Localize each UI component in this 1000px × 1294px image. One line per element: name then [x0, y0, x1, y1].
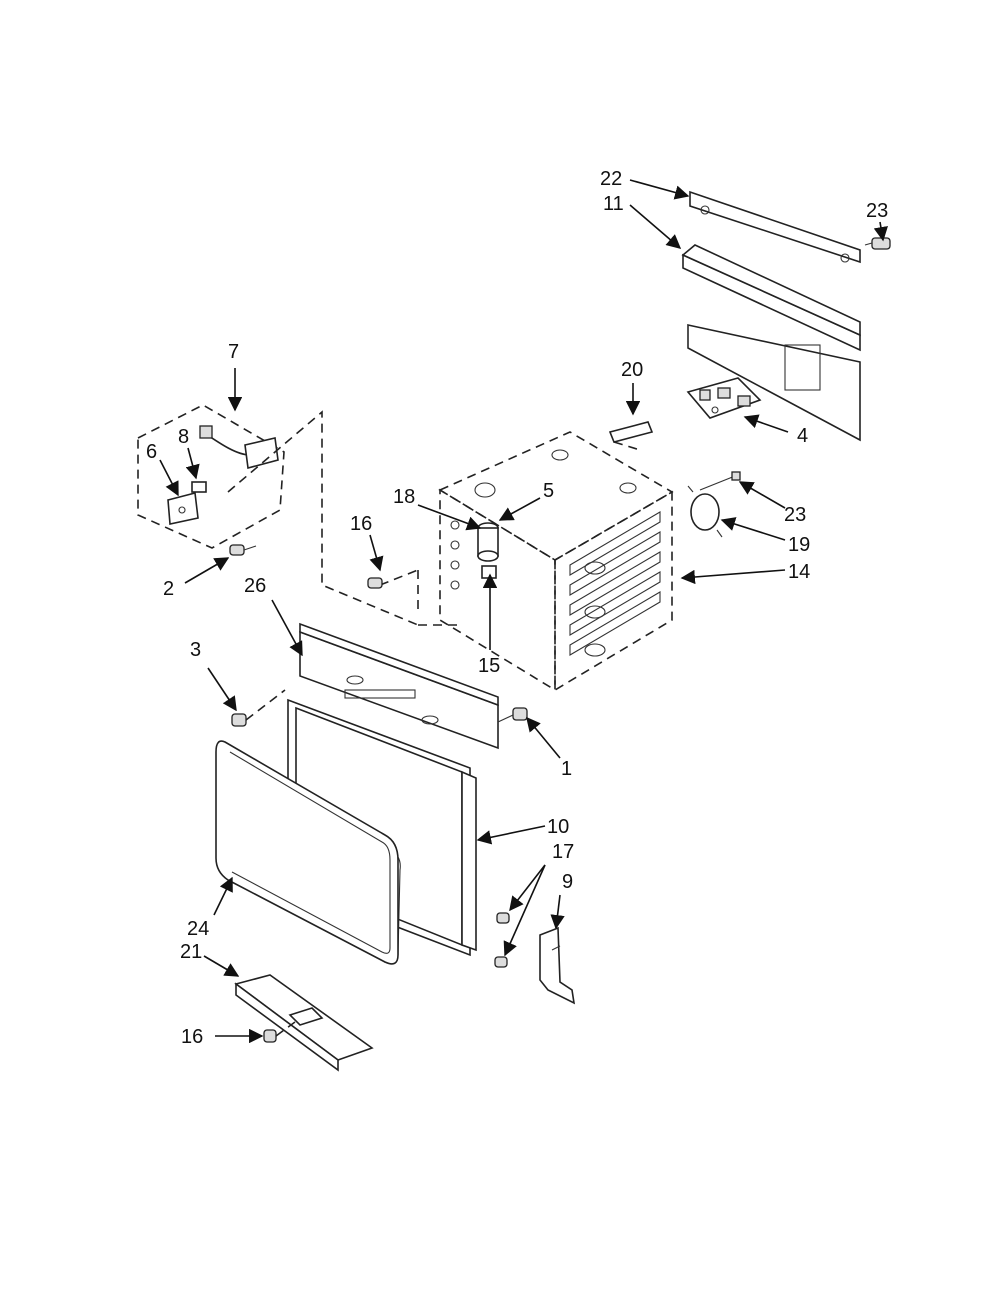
part-11-control-bracket	[681, 244, 861, 442]
part-24-gasket	[215, 740, 399, 965]
part-3-screw	[231, 689, 286, 727]
part-17-screws	[494, 912, 510, 968]
callout-9: 9	[562, 871, 573, 893]
callout-22: 22	[600, 168, 622, 190]
part-1-screw	[497, 707, 528, 723]
callout-10: 10	[547, 816, 569, 838]
callout-11: 11	[603, 193, 624, 215]
callout-23: 23	[866, 200, 888, 222]
callout-16-upper: 16	[350, 513, 372, 535]
callout-18: 18	[393, 486, 415, 508]
part-7-group	[137, 404, 285, 549]
callout-16-lower: 16	[181, 1026, 203, 1048]
part-9-bracket	[539, 926, 576, 1005]
callout-20: 20	[621, 359, 643, 381]
part-2-screw	[229, 544, 257, 556]
callout-7: 7	[228, 341, 239, 363]
callout-14: 14	[788, 561, 810, 583]
part-20-bracket	[608, 421, 654, 451]
callout-15: 15	[478, 655, 500, 677]
part-22-top-trim	[689, 190, 861, 264]
part-15-bracket	[481, 565, 497, 579]
callout-6: 6	[146, 441, 157, 463]
callout-4: 4	[797, 425, 808, 447]
part-14-oven-cavity	[438, 431, 674, 692]
callout-5: 5	[543, 480, 554, 502]
part-21-bottom-trim	[234, 974, 374, 1072]
part-26-front-frame	[299, 622, 499, 750]
callout-19: 19	[788, 534, 810, 556]
callout-21: 21	[180, 941, 202, 963]
callout-17: 17	[552, 841, 574, 863]
part-16-screw-lower	[263, 1021, 296, 1043]
part-23-screw-right	[699, 471, 741, 491]
callout-26: 26	[244, 575, 266, 597]
callout-3: 3	[190, 639, 201, 661]
callout-24: 24	[187, 918, 209, 940]
callout-labels: 22 11 23 7 20 8 6 4 18 5 23 16 19 14 2 2…	[146, 168, 888, 1048]
part-16-screw-upper	[367, 577, 383, 589]
callout-23-lower: 23	[784, 504, 806, 526]
part-4-control-board	[686, 377, 762, 419]
part-19-thermostat	[687, 485, 723, 538]
part-5-sensor	[477, 522, 499, 562]
callout-1: 1	[561, 758, 572, 780]
callout-8: 8	[178, 426, 189, 448]
callout-2: 2	[163, 578, 174, 600]
part-23-screw-top	[864, 237, 891, 250]
leader-arrows	[159, 179, 888, 1044]
